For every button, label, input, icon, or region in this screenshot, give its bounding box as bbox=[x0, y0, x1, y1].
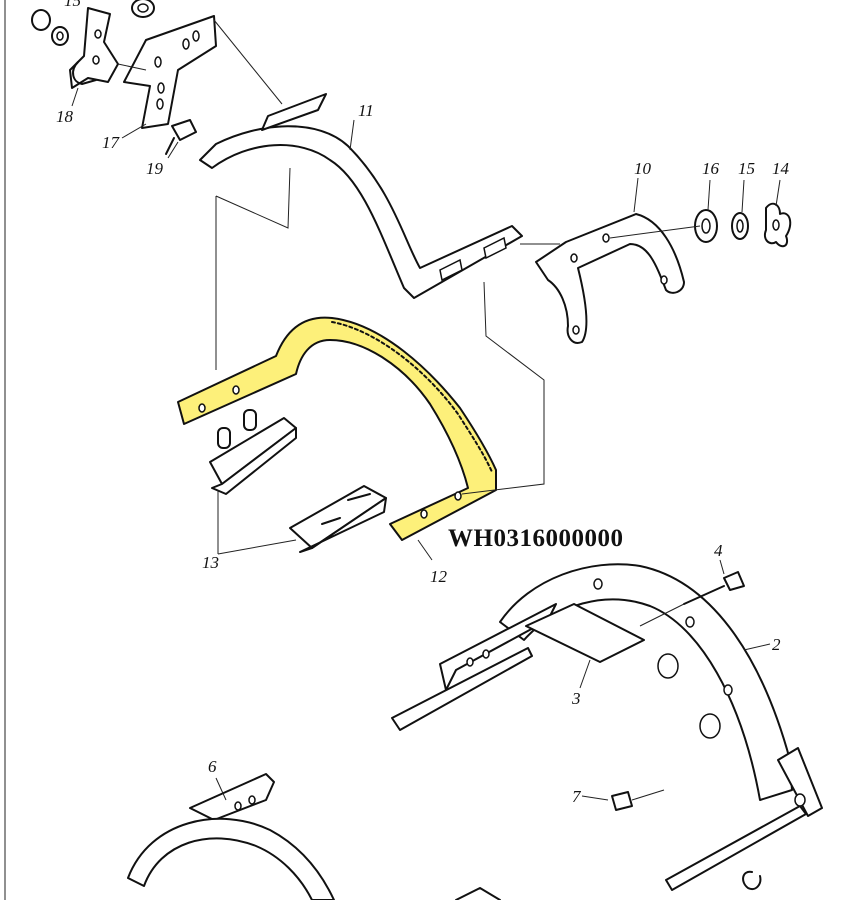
hinge-rod[interactable] bbox=[665, 747, 823, 891]
part-12-toothed-guard-highlighted[interactable] bbox=[177, 316, 497, 541]
callout-18: 18 bbox=[56, 107, 74, 126]
callout-10: 10 bbox=[634, 159, 652, 178]
callout-pointers bbox=[71, 87, 781, 801]
callout-2: 2 bbox=[772, 635, 781, 654]
callout-3: 3 bbox=[571, 689, 581, 708]
part-4-bolt[interactable] bbox=[683, 571, 745, 605]
callout-7: 7 bbox=[572, 787, 582, 806]
part-10-side-bracket[interactable] bbox=[535, 213, 685, 344]
part-14-wing-nut[interactable] bbox=[764, 202, 792, 248]
callout-15: 15 bbox=[738, 159, 755, 178]
part-code-label: WH0316000000 bbox=[448, 525, 623, 552]
callout-4: 4 bbox=[714, 541, 723, 560]
part-6-lower-bracket[interactable] bbox=[127, 773, 335, 900]
part-11-upper-guard[interactable] bbox=[199, 93, 523, 299]
callout-19: 19 bbox=[146, 159, 164, 178]
part-1-nut[interactable] bbox=[31, 9, 51, 31]
callout-11: 11 bbox=[358, 101, 374, 120]
part-19-screw[interactable] bbox=[165, 119, 197, 155]
callout-15-top: 15 bbox=[64, 0, 81, 10]
callout-6: 6 bbox=[208, 757, 217, 776]
leader-lines bbox=[117, 19, 701, 801]
part-1-washer-top[interactable] bbox=[131, 0, 155, 18]
part-7-screw[interactable] bbox=[611, 791, 633, 811]
part-13-pad-lower[interactable] bbox=[289, 485, 387, 553]
clip-ring[interactable] bbox=[742, 870, 762, 890]
part-2-main-guard[interactable] bbox=[499, 563, 793, 801]
part-15-washer-top[interactable] bbox=[51, 26, 69, 46]
bottom-fragment bbox=[455, 887, 501, 900]
part-17-bracket-plate[interactable] bbox=[123, 15, 217, 129]
callout-17: 17 bbox=[102, 133, 121, 152]
part-18-latch[interactable] bbox=[69, 7, 119, 89]
callout-16: 16 bbox=[702, 159, 720, 178]
callout-14: 14 bbox=[772, 159, 790, 178]
callout-12: 12 bbox=[430, 567, 448, 586]
callout-13: 13 bbox=[202, 553, 219, 572]
part-13-pad-upper[interactable] bbox=[209, 409, 297, 495]
part-15-lock-washer[interactable] bbox=[731, 212, 749, 240]
part-16-washer[interactable] bbox=[694, 209, 718, 243]
part-3-inner-bracket[interactable] bbox=[391, 603, 645, 731]
